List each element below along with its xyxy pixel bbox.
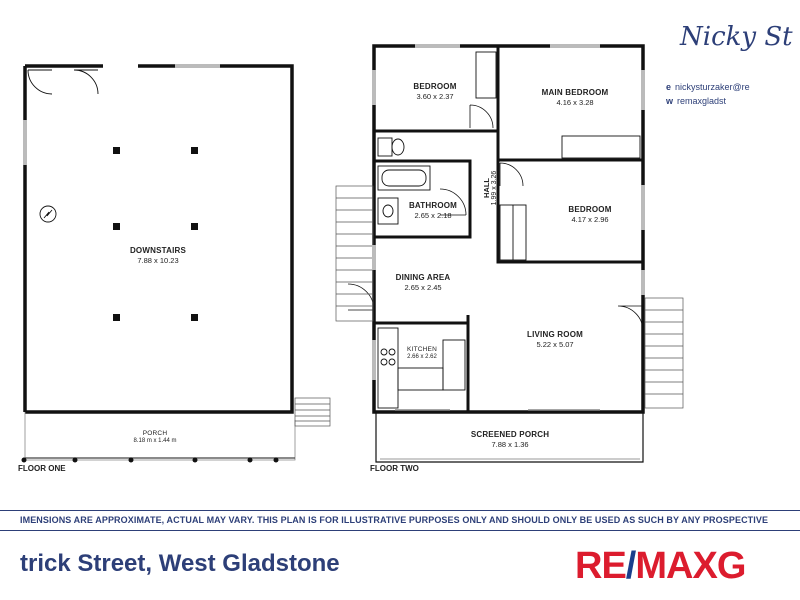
room-dims: 4.17 x 2.96 — [571, 214, 609, 224]
room-dims: 2.66 x 2.62 — [407, 353, 437, 360]
logo-suffix: G — [716, 545, 747, 587]
logo-re: RE — [575, 545, 627, 587]
agent-web-link[interactable]: remaxgladst — [677, 96, 727, 106]
left-stairs — [335, 185, 374, 322]
room-dims: 3.60 x 2.37 — [416, 91, 454, 101]
room-label-screened-porch: SCREENED PORCH 7.88 x 1.36 — [455, 430, 565, 449]
built-in-wardrobes — [475, 51, 641, 261]
bathtub-fixture — [377, 165, 431, 191]
floor-two-label: FLOOR TWO — [370, 464, 419, 473]
floor-two-plan — [335, 44, 684, 463]
room-name: BATHROOM — [408, 201, 458, 210]
disclaimer-text: IMENSIONS ARE APPROXIMATE, ACTUAL MAY VA… — [20, 515, 769, 525]
room-name: DINING AREA — [395, 273, 451, 282]
room-dims: 7.88 x 1.36 — [491, 439, 529, 449]
screened-porch-outline — [375, 412, 644, 463]
room-label-kitchen: KITCHEN 2.66 x 2.62 — [396, 346, 448, 361]
room-dims: 2.65 x 2.18 — [414, 210, 452, 220]
room-label-bathroom: BATHROOM 2.65 x 2.18 — [388, 201, 478, 220]
room-label-porch: PORCH 8.18 m x 1.44 m — [100, 430, 210, 445]
agent-signature: Nicky St — [680, 22, 793, 52]
room-name: BEDROOM — [413, 82, 457, 91]
porch-stairs — [294, 397, 331, 427]
footer-rule-top — [0, 510, 800, 511]
room-dims: 2.65 x 2.45 — [404, 282, 442, 292]
room-name: SCREENED PORCH — [470, 430, 550, 439]
floor-one-label: FLOOR ONE — [18, 464, 66, 473]
room-name: LIVING ROOM — [527, 330, 583, 339]
room-name: HALL — [482, 178, 491, 198]
toilet-fixture — [377, 137, 405, 157]
room-name: KITCHEN — [407, 346, 437, 353]
room-dims: 1.99 x 3.26 — [491, 170, 499, 206]
property-address: trick Street, West Gladstone — [20, 550, 340, 577]
floor-one-walls — [23, 64, 294, 414]
kitchen-counters — [377, 327, 466, 409]
remax-logo: RE/MAXG — [575, 545, 747, 588]
web-prefix: w — [666, 96, 674, 106]
interior-walls — [374, 46, 643, 414]
agent-email-link[interactable]: nickysturzaker@re — [675, 82, 750, 92]
room-name: DOWNSTAIRS — [129, 246, 187, 255]
room-label-bedroom-1: BEDROOM 3.60 x 2.37 — [395, 82, 475, 101]
door-swing — [27, 69, 53, 95]
room-label-downstairs: DOWNSTAIRS 7.88 x 10.23 — [108, 246, 208, 265]
room-dims: 8.18 m x 1.44 m — [133, 437, 177, 444]
porch-outline — [24, 412, 296, 461]
room-label-main-bedroom: MAIN BEDROOM 4.16 x 3.28 — [530, 88, 620, 107]
footer-rule-bottom — [0, 530, 800, 531]
window-marks — [23, 44, 645, 380]
room-label-living-room: LIVING ROOM 5.22 x 5.07 — [510, 330, 600, 349]
logo-max: MAX — [635, 545, 717, 587]
room-name: MAIN BEDROOM — [541, 88, 609, 97]
door-swing — [73, 69, 99, 95]
floor-one-posts — [21, 147, 279, 463]
room-name: BEDROOM — [568, 205, 612, 214]
room-label-dining-area: DINING AREA 2.65 x 2.45 — [378, 273, 468, 292]
room-label-hall: HALL 1.99 x 3.26 — [482, 163, 503, 213]
vanity-fixture — [377, 197, 399, 225]
right-stairs — [644, 297, 684, 409]
room-name: PORCH — [142, 430, 168, 437]
room-dims: 7.88 x 10.23 — [137, 255, 179, 265]
room-label-bedroom-2: BEDROOM 4.17 x 2.96 — [550, 205, 630, 224]
room-dims: 4.16 x 3.28 — [556, 97, 594, 107]
electrical-symbol — [39, 205, 57, 223]
logo-slash: / — [625, 545, 637, 587]
room-dims: 5.22 x 5.07 — [536, 339, 574, 349]
email-prefix: e — [666, 82, 672, 92]
door-swings — [347, 104, 644, 332]
